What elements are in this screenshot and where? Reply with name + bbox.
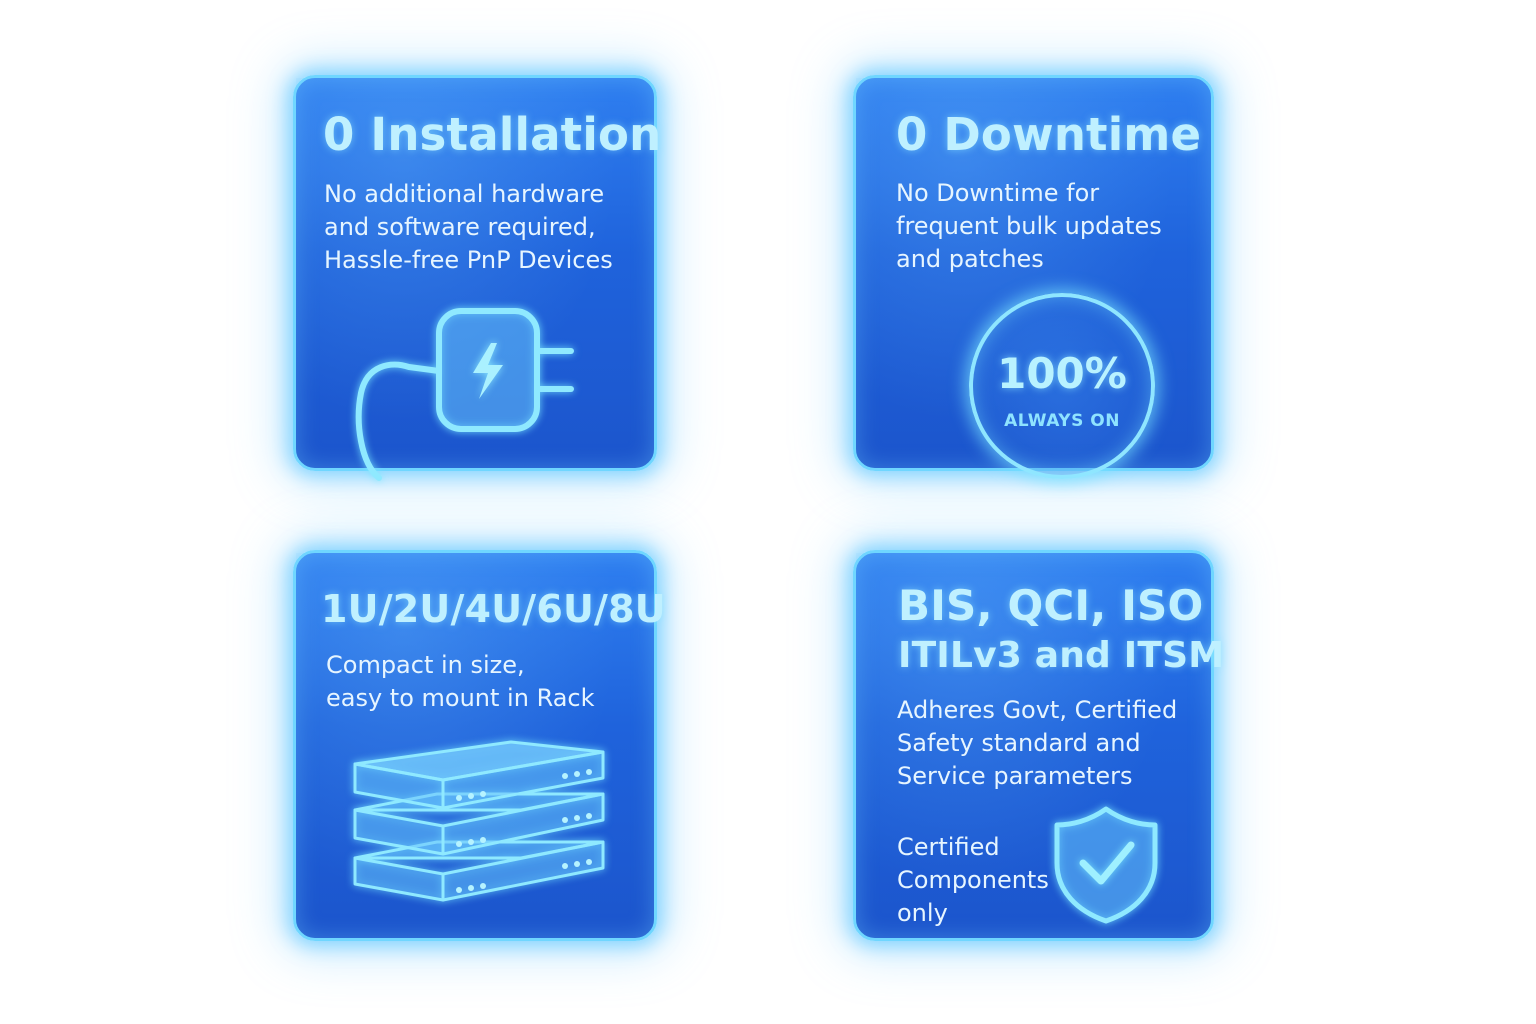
description-line: easy to mount in Rack bbox=[326, 684, 595, 712]
uptime-label: ALWAYS ON bbox=[1004, 411, 1120, 431]
description-line: No Downtime for bbox=[896, 179, 1100, 207]
description-line: Compact in size, bbox=[326, 651, 525, 679]
power-adapter-icon bbox=[355, 308, 574, 481]
card-title: 0 Downtime bbox=[896, 108, 1202, 161]
description-line: Adheres Govt, Certified bbox=[897, 696, 1178, 724]
feature-card-rack-sizes: 1U/2U/4U/6U/8U Compact in size, easy to … bbox=[293, 550, 666, 941]
description-line: Service parameters bbox=[897, 762, 1133, 790]
always-on-badge: 100% ALWAYS ON bbox=[969, 293, 1155, 479]
description-line: and software required, bbox=[324, 213, 596, 241]
rack-server-icon bbox=[353, 740, 605, 902]
feature-card-downtime: 0 Downtime No Downtime for frequent bulk… bbox=[853, 75, 1214, 479]
note-line: only bbox=[897, 899, 948, 927]
description-line: Hassle-free PnP Devices bbox=[324, 246, 613, 274]
description-line: and patches bbox=[896, 245, 1044, 273]
card-description: No additional hardware and software requ… bbox=[324, 178, 613, 277]
certified-components-note: Certified Components only bbox=[897, 831, 1049, 930]
description-line: frequent bulk updates bbox=[896, 212, 1162, 240]
card-description: Adheres Govt, Certified Safety standard … bbox=[897, 694, 1177, 793]
card-title-line-2: ITILv3 and ITSM bbox=[898, 635, 1225, 676]
note-line: Certified bbox=[897, 833, 1000, 861]
card-title: 1U/2U/4U/6U/8U bbox=[321, 587, 666, 631]
card-title-line-1: BIS, QCI, ISO bbox=[898, 581, 1204, 630]
description-line: Safety standard and bbox=[897, 729, 1141, 757]
uptime-percentage: 100% bbox=[997, 349, 1127, 398]
card-title: 0 Installation bbox=[323, 108, 662, 161]
card-description: Compact in size, easy to mount in Rack bbox=[326, 649, 595, 715]
note-line: Components bbox=[897, 866, 1049, 894]
feature-card-certifications: BIS, QCI, ISO ITILv3 and ITSM Adheres Go… bbox=[853, 550, 1224, 941]
feature-card-installation: 0 Installation No additional hardware an… bbox=[293, 75, 661, 481]
shield-check-icon bbox=[1054, 806, 1158, 924]
description-line: No additional hardware bbox=[324, 180, 605, 208]
card-description: No Downtime for frequent bulk updates an… bbox=[896, 177, 1162, 276]
